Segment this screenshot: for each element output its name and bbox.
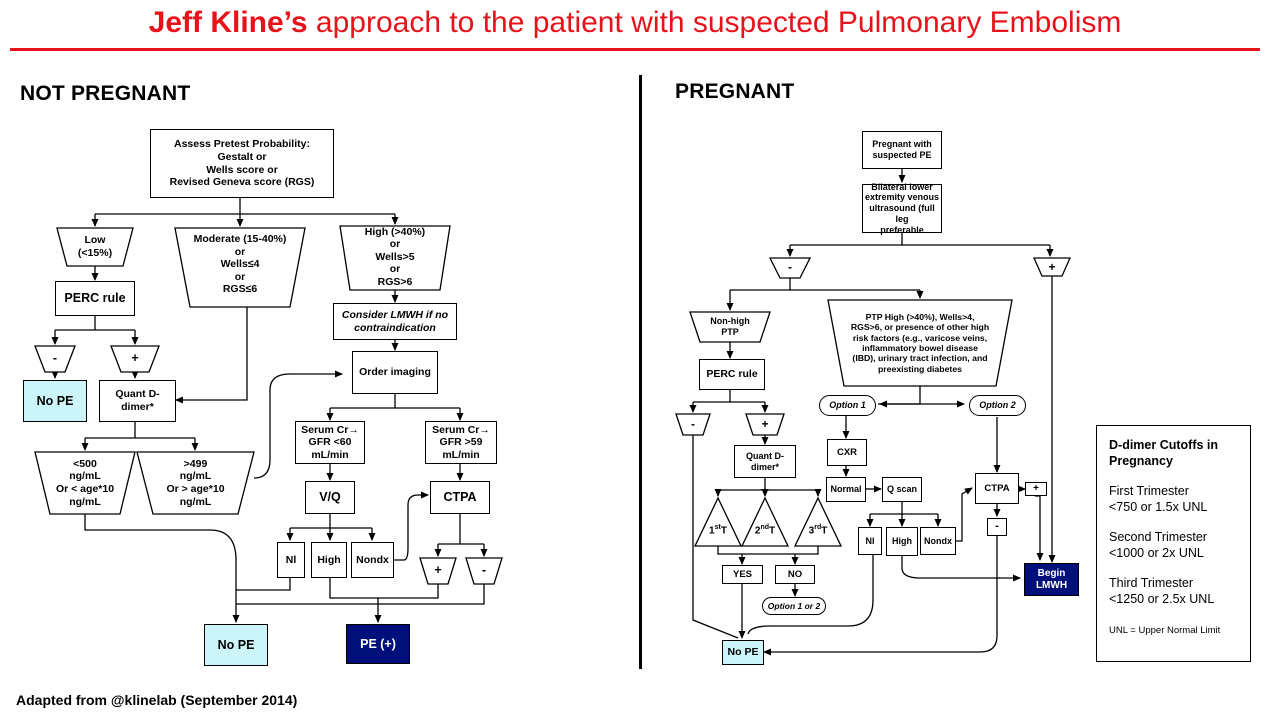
moderate-probability-shape	[174, 227, 306, 308]
chest-xray-box: CXR	[827, 439, 867, 466]
ptp-high-shape	[827, 299, 1013, 387]
qscan-high-box: High	[886, 527, 918, 556]
pregnant-suspected-pe-box: Pregnant with suspected PE	[862, 131, 942, 169]
ctpa-negative-label: -	[481, 562, 487, 577]
order-imaging-box: Order imaging	[352, 351, 438, 394]
vq-scan-box: V/Q	[305, 481, 355, 514]
third-trimester-label: 3rdT	[798, 520, 838, 542]
high-probability-shape	[339, 225, 451, 291]
perc-positive-label-right: +	[761, 416, 769, 431]
first-trimester-cutoff-value: <750 or 1.5x UNL	[1109, 500, 1208, 514]
vq-nondiagnostic-box: Nondx	[351, 542, 394, 578]
not-pregnant-heading: NOT PREGNANT	[20, 82, 191, 105]
quant-ddimer-box-right: Quant D- dimer*	[734, 445, 796, 478]
perc-negative-label: -	[52, 350, 58, 365]
third-trimester-cutoff-value: <1250 or 2.5x UNL	[1109, 592, 1215, 606]
option-1-pill: Option 1	[819, 395, 876, 416]
first-trimester-text: 1stT	[709, 524, 727, 537]
pregnant-heading: PREGNANT	[675, 80, 795, 103]
first-trimester-label: 1stT	[698, 520, 738, 542]
ddimer-cutoffs-panel: D-dimer Cutoffs in Pregnancy First Trime…	[1096, 425, 1251, 662]
first-trimester-cutoff-label: First Trimester	[1109, 484, 1189, 498]
perc-negative-shape-right	[675, 413, 711, 436]
second-trimester-cutoff-value: <1000 or 2x UNL	[1109, 546, 1204, 560]
second-trimester-label: 2ndT	[745, 520, 785, 542]
ultrasound-negative-label: -	[788, 259, 792, 274]
ddimer-low-shape	[34, 451, 136, 515]
ctpa-positive-shape	[419, 557, 457, 585]
page-title: Jeff Kline’s approach to the patient wit…	[148, 6, 1122, 39]
bilateral-ultrasound-box: Bilateral lower extremity venous ultraso…	[862, 182, 942, 235]
third-trimester-text: 3rdT	[808, 524, 828, 537]
no-pe-box-right: No PE	[722, 640, 764, 665]
third-trimester-shape	[793, 496, 843, 547]
nonhigh-ptp-shape	[689, 311, 771, 343]
perc-positive-shape	[110, 345, 160, 373]
low-probability-label: Low (<15%)	[77, 234, 113, 259]
perc-positive-label: +	[131, 350, 139, 365]
ctpa-box: CTPA	[430, 481, 490, 514]
vq-high-box: High	[311, 542, 347, 578]
perc-rule-box: PERC rule	[55, 281, 135, 316]
no-box: NO	[775, 565, 815, 584]
ultrasound-negative-shape	[768, 257, 812, 279]
ctpa-positive-label: +	[434, 562, 442, 577]
vq-normal-box: Nl	[277, 542, 305, 578]
yes-box: YES	[722, 565, 763, 584]
ddimer-above-cutoff-label: >499 ng/mL Or > age*10 ng/mL	[166, 457, 225, 508]
perc-negative-shape	[34, 345, 76, 373]
second-trimester-cutoff-label: Second Trimester	[1109, 530, 1207, 544]
unl-note: UNL = Upper Normal Limit	[1109, 625, 1221, 636]
second-trimester-text: 2ndT	[754, 524, 776, 537]
no-pe-box-bottom: No PE	[204, 624, 268, 666]
consider-lmwh-box: Consider LMWH if no contraindication	[333, 303, 457, 340]
ctpa-negative-shape	[465, 557, 503, 585]
option-2-pill: Option 2	[969, 395, 1026, 416]
perc-negative-label-right: -	[691, 416, 695, 431]
ctpa-negative-box-right: -	[987, 518, 1007, 536]
ptp-high-label: PTP High (>40%), Wells>4, RGS>6, or pres…	[850, 311, 990, 374]
gfr-above-59-box: Serum Cr→ GFR >59 mL/min	[425, 421, 497, 464]
ddimer-high-shape	[136, 451, 255, 515]
moderate-probability-label: Moderate (15-40%) or Wells≤4 or RGS≤6	[193, 233, 287, 296]
gfr-below-60-box: Serum Cr→ GFR <60 mL/min	[295, 421, 365, 464]
nonhigh-ptp-label: Non-high PTP	[710, 316, 750, 337]
option-1-or-2-pill: Option 1 or 2	[762, 597, 826, 615]
perc-rule-box-right: PERC rule	[699, 359, 765, 390]
assess-pretest-probability-box: Assess Pretest Probability: Gestalt or W…	[150, 129, 334, 198]
source-footer: Adapted from @klinelab (September 2014)	[16, 692, 298, 708]
second-trimester-shape	[740, 496, 790, 547]
q-scan-box: Q scan	[882, 477, 922, 502]
ultrasound-positive-label: +	[1048, 259, 1056, 274]
no-pe-box-top: No PE	[23, 380, 87, 422]
section-divider	[639, 75, 642, 669]
high-probability-label: High (>40%) or Wells>5 or RGS>6	[364, 225, 426, 288]
title-underline	[10, 48, 1260, 51]
qscan-normal-box: Nl	[858, 527, 882, 555]
begin-lmwh-box: Begin LMWH	[1024, 563, 1079, 596]
cxr-normal-box: Normal	[826, 477, 866, 502]
third-trimester-cutoff-label: Third Trimester	[1109, 576, 1194, 590]
ultrasound-positive-shape	[1032, 257, 1072, 277]
first-trimester-shape	[693, 496, 743, 547]
ctpa-box-right: CTPA	[975, 473, 1019, 504]
low-probability-shape	[56, 227, 134, 267]
ctpa-positive-box-right: +	[1025, 482, 1047, 496]
pe-positive-box: PE (+)	[346, 624, 410, 664]
cutoffs-heading: D-dimer Cutoffs in Pregnancy	[1109, 438, 1219, 468]
perc-positive-shape-right	[745, 413, 785, 436]
quant-ddimer-box: Quant D- dimer*	[99, 380, 176, 422]
ddimer-below-cutoff-label: <500 ng/mL Or < age*10 ng/mL	[55, 457, 115, 508]
qscan-nondiagnostic-box: Nondx	[920, 527, 956, 555]
